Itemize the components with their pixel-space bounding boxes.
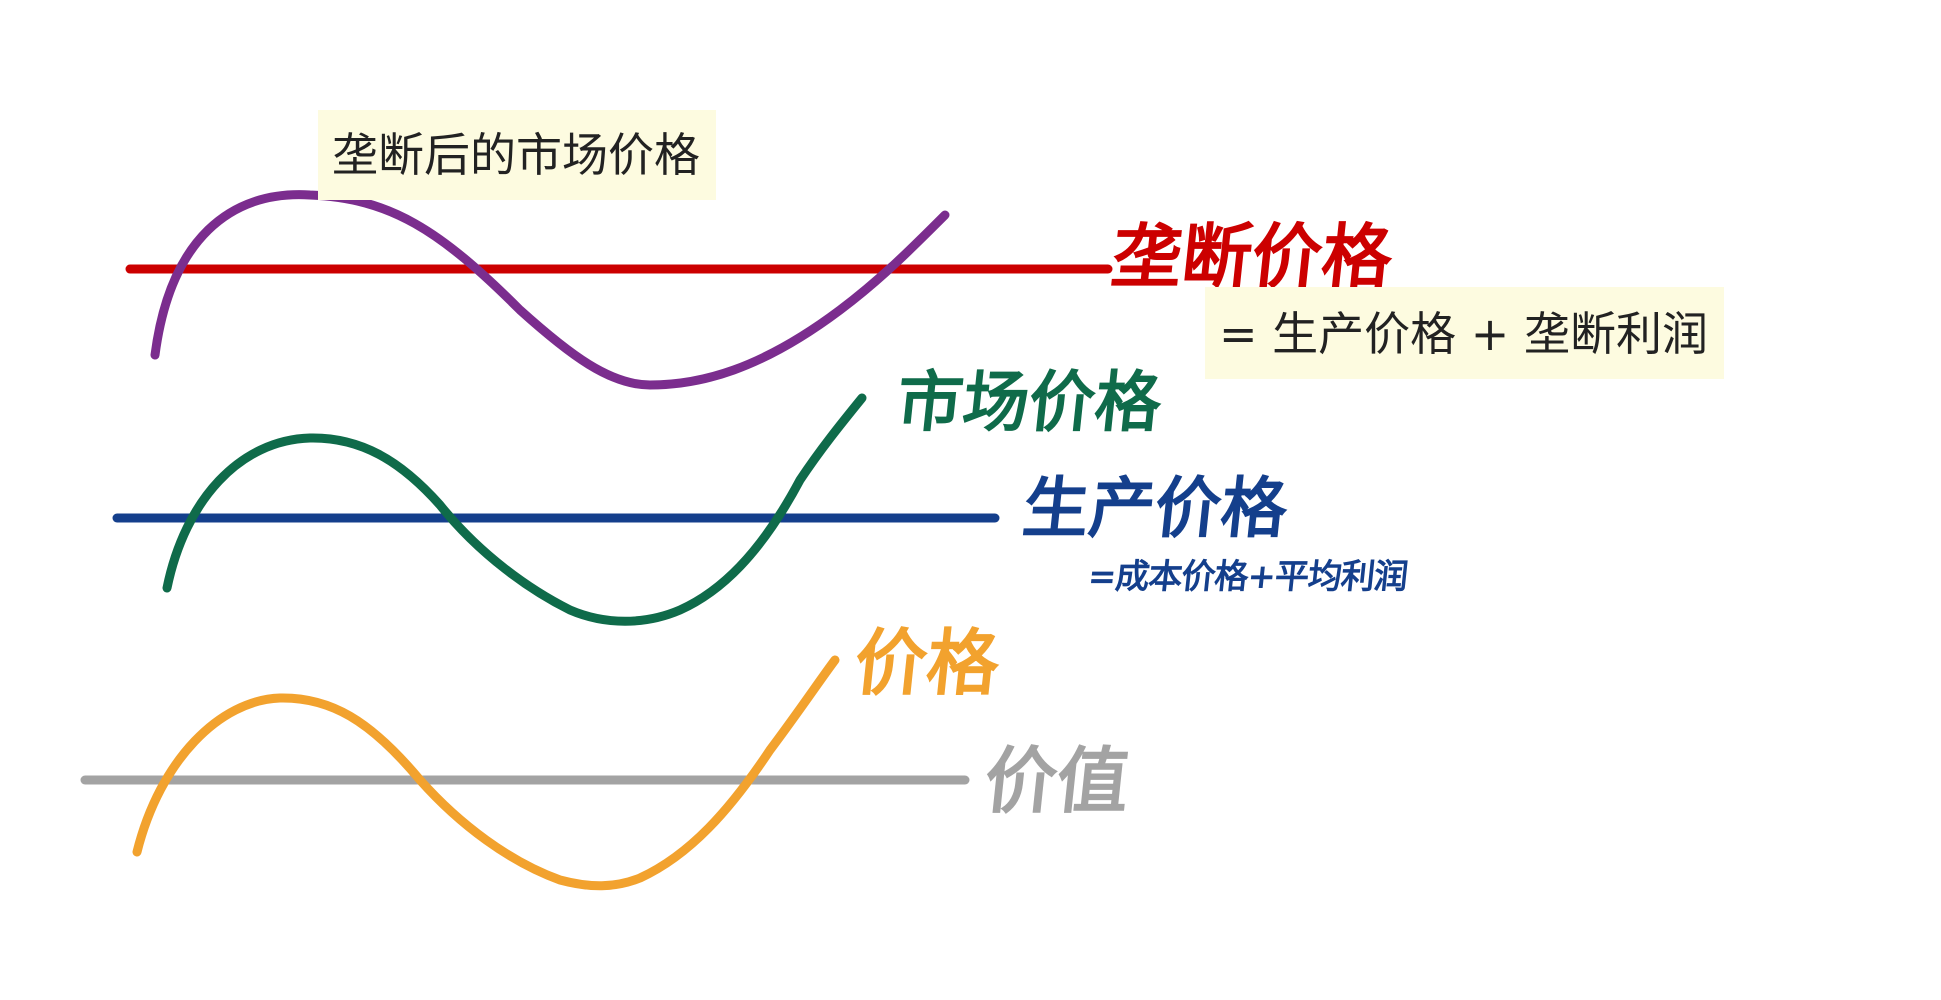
production-price-label: 生产价格 (1019, 470, 1291, 547)
monopoly-price-formula-note: = 生产价格 + 垄断利润 (1205, 287, 1724, 379)
market-price-label: 市场价格 (893, 364, 1165, 441)
monopoly-price-label: 垄断价格 (1108, 216, 1397, 298)
monopoly-market-price-curve (150, 190, 950, 390)
monopoly-market-price-note: 垄断后的市场价格 (318, 110, 716, 200)
value-label-text: 价值 (980, 739, 1134, 823)
price-label-text: 价格 (850, 621, 1004, 705)
price-label: 价格 (851, 621, 1004, 705)
price-curve (132, 655, 840, 891)
market-price-label-text: 市场价格 (893, 364, 1166, 441)
monopoly-price-formula-text: = 生产价格 + 垄断利润 (1219, 307, 1708, 361)
value-label: 价值 (981, 739, 1134, 823)
production-price-label-text: 生产价格 (1019, 470, 1292, 547)
production-price-formula-text: =成本价格+平均利润 (1085, 557, 1410, 597)
production-price-formula-label: =成本价格+平均利润 (1085, 557, 1410, 597)
market-price-curve (162, 393, 867, 626)
monopoly-price-label-text: 垄断价格 (1107, 216, 1397, 298)
monopoly-market-price-note-text: 垄断后的市场价格 (332, 128, 700, 182)
